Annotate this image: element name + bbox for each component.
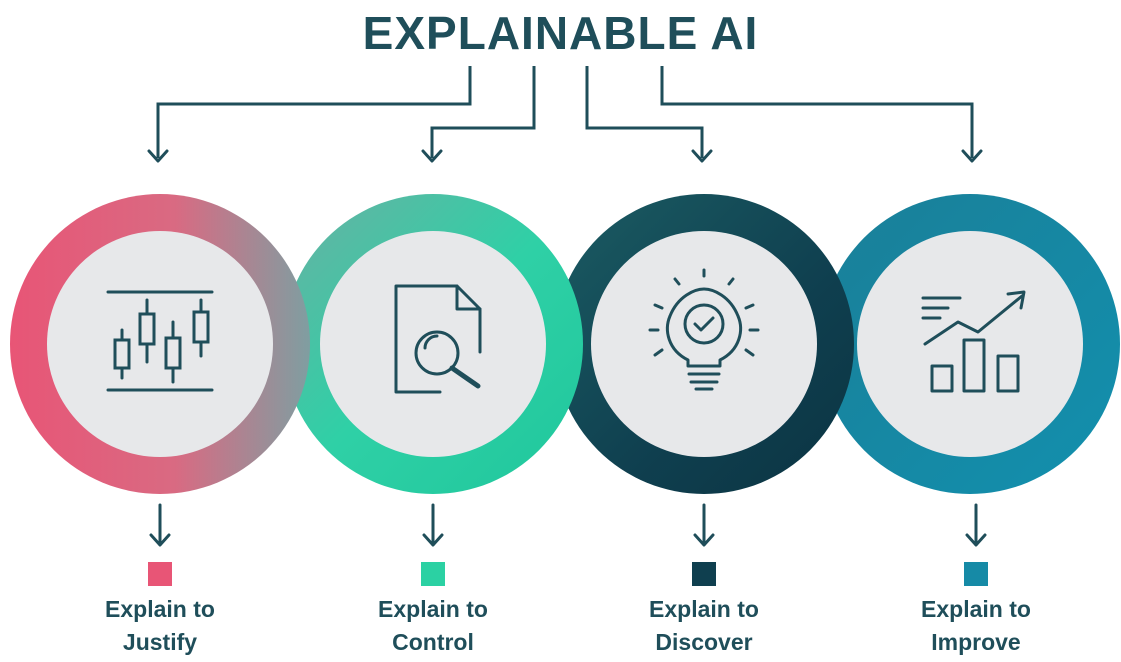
swatch-discover bbox=[692, 562, 716, 586]
label-line2: Control bbox=[392, 629, 474, 655]
label-line1: Explain to bbox=[921, 596, 1031, 622]
label-line2: Justify bbox=[122, 629, 198, 655]
arrow-down-icon bbox=[422, 503, 444, 547]
growth-chart-icon bbox=[921, 290, 1026, 393]
label-line1: Explain to bbox=[378, 596, 488, 622]
ring-improve bbox=[820, 194, 1120, 494]
lightbulb-check-icon bbox=[648, 268, 760, 391]
label-line1: Explain to bbox=[105, 596, 215, 622]
document-magnifier-icon bbox=[394, 284, 482, 394]
connector-discover bbox=[585, 66, 704, 158]
connector-justify bbox=[156, 66, 472, 158]
connector-improve bbox=[660, 66, 974, 158]
label-line1: Explain to bbox=[649, 596, 759, 622]
arrow-down-icon bbox=[691, 149, 713, 163]
label-justify: Explain to Justify bbox=[50, 593, 270, 659]
arrow-down-icon bbox=[149, 503, 171, 547]
swatch-improve bbox=[964, 562, 988, 586]
swatch-justify bbox=[148, 562, 172, 586]
label-discover: Explain to Discover bbox=[594, 593, 814, 659]
arrow-down-icon bbox=[421, 149, 443, 163]
arrow-down-icon bbox=[965, 503, 987, 547]
connector-control bbox=[430, 66, 536, 158]
candlestick-chart-icon bbox=[106, 290, 214, 392]
arrow-down-icon bbox=[147, 149, 169, 163]
connectors bbox=[156, 66, 974, 158]
label-line2: Improve bbox=[931, 629, 1021, 655]
label-improve: Explain to Improve bbox=[866, 593, 1086, 659]
ring-control bbox=[283, 194, 583, 494]
arrow-down-icon bbox=[961, 149, 983, 163]
ring-justify bbox=[10, 194, 310, 494]
arrow-down-icon bbox=[693, 503, 715, 547]
page-title: EXPLAINABLE AI bbox=[362, 7, 759, 59]
label-line2: Discover bbox=[655, 629, 753, 655]
label-control: Explain to Control bbox=[323, 593, 543, 659]
swatch-control bbox=[421, 562, 445, 586]
